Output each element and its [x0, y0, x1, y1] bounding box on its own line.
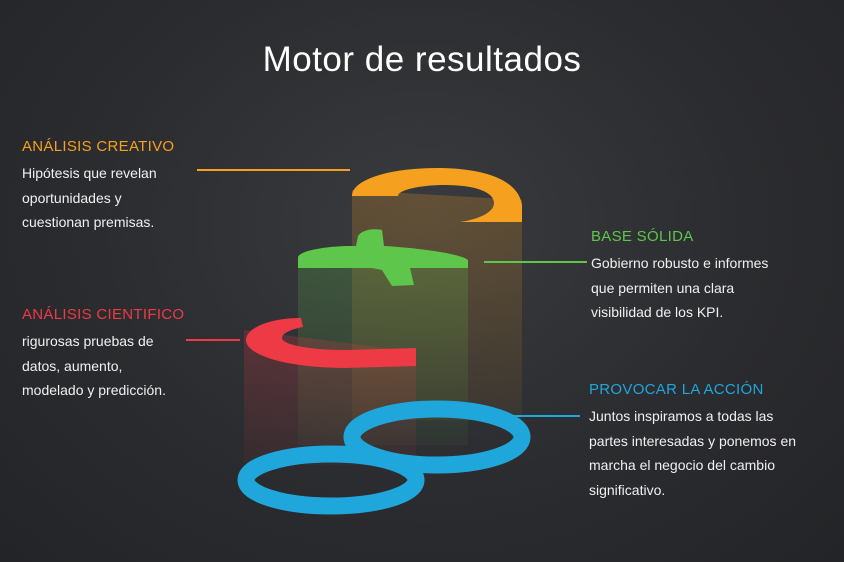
section-base-heading: BASE SÓLIDA: [591, 228, 694, 245]
section-cientifico-line: modelado y predicción.: [22, 382, 166, 398]
section-base-line: Gobierno robusto e informes: [591, 255, 769, 271]
blue-rings: [237, 400, 531, 515]
section-creativo-heading: ANÁLISIS CREATIVO: [22, 138, 175, 155]
section-cientifico-line: datos, aumento,: [22, 357, 123, 374]
section-cientifico-description: rigurosas pruebas de datos, aumento, mod…: [22, 329, 184, 403]
page-title: Motor de resultados: [262, 40, 582, 79]
section-base-line: que permiten una clara: [591, 279, 735, 296]
section-base-line: visibilidad de los KPI.: [591, 304, 724, 320]
section-accion-heading: PROVOCAR LA ACCIÓN: [589, 381, 764, 398]
section-creativo-line: cuestionan premisas.: [22, 214, 155, 230]
section-accion-description: Juntos inspiramos a todas las partes int…: [589, 404, 796, 502]
section-cientifico: ANÁLISIS CIENTIFICO rigurosas pruebas de…: [22, 306, 184, 403]
section-base: BASE SÓLIDA Gobierno robusto e informes …: [591, 228, 768, 325]
section-accion: PROVOCAR LA ACCIÓN Juntos inspiramos a t…: [589, 381, 796, 502]
section-cientifico-heading: ANÁLISIS CIENTIFICO: [22, 306, 185, 323]
section-base-description: Gobierno robusto e informes que permiten…: [591, 251, 768, 325]
section-accion-line: Juntos inspiramos a todas las: [589, 408, 774, 424]
green-ring-icon: [298, 229, 468, 286]
section-creativo-description: Hipótesis que revelan oportunidades y cu…: [22, 161, 174, 235]
section-cientifico-line: rigurosas pruebas de: [22, 333, 154, 349]
section-accion-line: marcha el negocio del cambio: [589, 457, 775, 473]
section-creativo: ANÁLISIS CREATIVO Hipótesis que revelan …: [22, 138, 174, 235]
section-accion-line: significativo.: [589, 481, 666, 498]
orange-ring-icon: [352, 168, 522, 222]
section-accion-line: partes interesadas y ponemos en: [589, 432, 797, 449]
section-creativo-line: oportunidades y: [22, 189, 122, 206]
blue-ring-back-icon: [343, 400, 531, 474]
section-creativo-line: Hipótesis que revelan: [22, 165, 157, 181]
red-ring-icon: [246, 318, 416, 368]
blue-ring-front-icon: [237, 445, 425, 515]
